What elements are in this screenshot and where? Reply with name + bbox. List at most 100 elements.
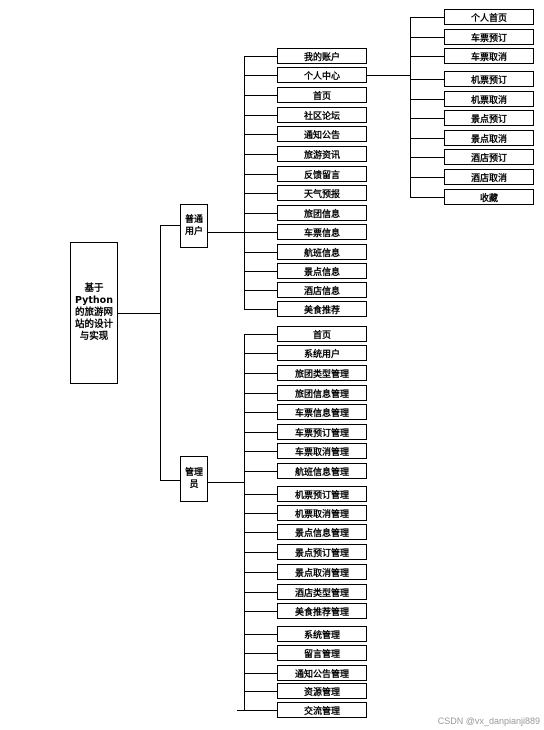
user-item: 旅团信息	[277, 205, 367, 221]
connector-line	[410, 99, 444, 100]
user-item: 通知公告	[277, 126, 367, 142]
admin-item: 系统用户	[277, 345, 367, 361]
connector-line	[244, 513, 277, 514]
user-item: 美食推荐	[277, 301, 367, 317]
center-item: 酒店预订	[444, 149, 534, 165]
user-item: 酒店信息	[277, 282, 367, 298]
connector-line	[410, 177, 444, 178]
connector-line	[160, 225, 180, 226]
admin-item: 通知公告管理	[277, 665, 367, 681]
connector-line	[244, 213, 277, 214]
connector-line	[244, 673, 277, 674]
connector-line	[244, 353, 277, 354]
center-item: 酒店取消	[444, 169, 534, 185]
connector-line	[244, 691, 277, 692]
connector-line	[410, 157, 444, 158]
connector-line	[244, 232, 277, 233]
connector-line	[244, 653, 277, 654]
connector-line	[237, 710, 244, 711]
user-item: 天气预报	[277, 185, 367, 201]
admin-item: 景点信息管理	[277, 524, 367, 540]
root-node: 基于Python的旅游网站的设计与实现	[70, 242, 118, 384]
connector-line	[244, 95, 277, 96]
center-item: 机票取消	[444, 91, 534, 107]
user-role-node: 普通用户	[180, 204, 208, 248]
admin-item: 景点预订管理	[277, 544, 367, 560]
connector-line	[244, 494, 277, 495]
user-item: 个人中心	[277, 67, 367, 83]
admin-item: 首页	[277, 326, 367, 342]
admin-item: 车票预订管理	[277, 424, 367, 440]
connector-line	[244, 56, 245, 309]
connector-line	[410, 197, 444, 198]
center-item: 收藏	[444, 189, 534, 205]
connector-line	[244, 634, 277, 635]
user-item: 旅游资讯	[277, 146, 367, 162]
admin-item: 景点取消管理	[277, 564, 367, 580]
watermark: CSDN @vx_danpianji889	[437, 716, 540, 726]
user-item: 航班信息	[277, 244, 367, 260]
connector-line	[244, 252, 277, 253]
connector-line	[244, 193, 277, 194]
connector-line	[244, 412, 277, 413]
admin-item: 车票取消管理	[277, 443, 367, 459]
connector-line	[244, 572, 277, 573]
admin-item: 资源管理	[277, 683, 367, 699]
user-item: 车票信息	[277, 224, 367, 240]
connector-line	[244, 611, 277, 612]
connector-line	[410, 56, 444, 57]
connector-line	[244, 710, 277, 711]
center-item: 景点取消	[444, 130, 534, 146]
center-item: 个人首页	[444, 9, 534, 25]
connector-line	[410, 17, 411, 197]
connector-line	[244, 451, 277, 452]
connector-line	[410, 37, 444, 38]
connector-line	[367, 75, 410, 76]
admin-item: 旅团类型管理	[277, 365, 367, 381]
admin-item: 旅团信息管理	[277, 385, 367, 401]
center-item: 车票取消	[444, 48, 534, 64]
admin-item: 交流管理	[277, 702, 367, 718]
connector-line	[244, 373, 277, 374]
user-item: 社区论坛	[277, 107, 367, 123]
connector-line	[410, 79, 444, 80]
connector-line	[244, 309, 277, 310]
user-item: 反馈留言	[277, 166, 367, 182]
admin-item: 美食推荐管理	[277, 603, 367, 619]
connector-line	[244, 471, 277, 472]
connector-line	[160, 480, 180, 481]
user-item: 我的账户	[277, 48, 367, 64]
admin-item: 系统管理	[277, 626, 367, 642]
connector-line	[208, 482, 244, 483]
user-item: 首页	[277, 87, 367, 103]
connector-line	[244, 115, 277, 116]
admin-item: 车票信息管理	[277, 404, 367, 420]
connector-line	[244, 271, 277, 272]
admin-item: 航班信息管理	[277, 463, 367, 479]
connector-line	[208, 232, 244, 233]
connector-line	[244, 552, 277, 553]
connector-line	[244, 174, 277, 175]
admin-item: 机票预订管理	[277, 486, 367, 502]
center-item: 机票预订	[444, 71, 534, 87]
connector-line	[410, 138, 444, 139]
connector-line	[244, 75, 277, 76]
connector-line	[160, 225, 161, 480]
admin-role-node: 管理员	[180, 456, 208, 502]
connector-line	[244, 134, 277, 135]
connector-line	[410, 118, 444, 119]
connector-line	[244, 592, 277, 593]
connector-line	[244, 154, 277, 155]
connector-line	[244, 290, 277, 291]
connector-line	[244, 532, 277, 533]
connector-line	[244, 56, 277, 57]
admin-item: 酒店类型管理	[277, 584, 367, 600]
connector-line	[118, 313, 160, 314]
connector-line	[244, 334, 245, 710]
connector-line	[244, 334, 277, 335]
center-item: 景点预订	[444, 110, 534, 126]
admin-item: 留言管理	[277, 645, 367, 661]
connector-line	[244, 432, 277, 433]
admin-item: 机票取消管理	[277, 505, 367, 521]
